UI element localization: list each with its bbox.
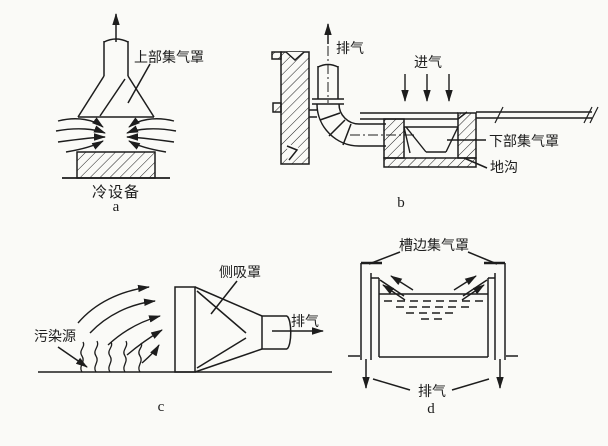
caption-a: a <box>113 199 120 215</box>
figure-a-hood-canopy <box>77 75 155 118</box>
figure-b-floor-right <box>476 106 599 124</box>
figure-d-exhaust-leader-left <box>372 378 411 391</box>
label-lower-hood: 下部集气罩 <box>489 133 559 149</box>
figure-c-side-draft-hood <box>38 280 332 373</box>
label-exhaust-d: 排气 <box>418 383 446 399</box>
figure-b-wall-column <box>271 51 310 165</box>
figure-b-trench-leader-line <box>463 157 488 169</box>
label-pollution-source: 污染源 <box>34 328 76 344</box>
label-intake: 进气 <box>414 54 442 70</box>
caption-c: c <box>158 399 165 415</box>
figure-d-liquid-dashes <box>384 300 483 320</box>
label-side-hood: 侧吸罩 <box>219 264 261 280</box>
label-slot-hood: 槽边集气罩 <box>399 237 469 253</box>
figure-b-elbow-duct <box>316 103 386 147</box>
figure-d-exhaust-leader-right <box>451 378 490 391</box>
label-cold-equipment: 冷设备 <box>92 184 140 201</box>
figure-d-slot-arrows <box>382 275 485 301</box>
label-exhaust-b: 排气 <box>336 40 364 56</box>
figure-b-lower-hood-trench <box>271 23 599 169</box>
caption-b: b <box>397 195 405 211</box>
figure-d-right-slot-channel <box>484 261 506 360</box>
figure-b-grating <box>360 111 468 120</box>
figure-a-cold-equipment-block <box>76 151 156 179</box>
figure-b-trench-walls <box>383 112 477 168</box>
figure-b-intake-arrows <box>401 74 453 102</box>
figure-d-left-slot-channel <box>360 261 382 360</box>
figure-c-hood-body <box>174 286 292 373</box>
figure-a-hood-leader-line <box>127 63 151 104</box>
label-upper-hood: 上部集气罩 <box>134 49 204 65</box>
label-trench: 地沟 <box>490 159 518 175</box>
figure-a-overhead-hood <box>55 13 177 179</box>
figure-b-floor-left <box>309 109 318 118</box>
caption-d: d <box>427 401 435 417</box>
figure-a-airflow-arrows-left <box>55 117 106 153</box>
figure-c-fume-squiggles <box>80 340 143 373</box>
figure-c-hood-leader-line <box>210 280 238 315</box>
figure-d-slot-hood-tank <box>348 251 518 391</box>
figure-d-tank <box>378 278 489 358</box>
figure-a-exhaust-stack <box>103 38 129 76</box>
figure-a-airflow-arrows-right <box>126 117 177 153</box>
figure-c-airflow-arrows <box>77 284 163 364</box>
label-exhaust-c: 排气 <box>291 313 319 329</box>
